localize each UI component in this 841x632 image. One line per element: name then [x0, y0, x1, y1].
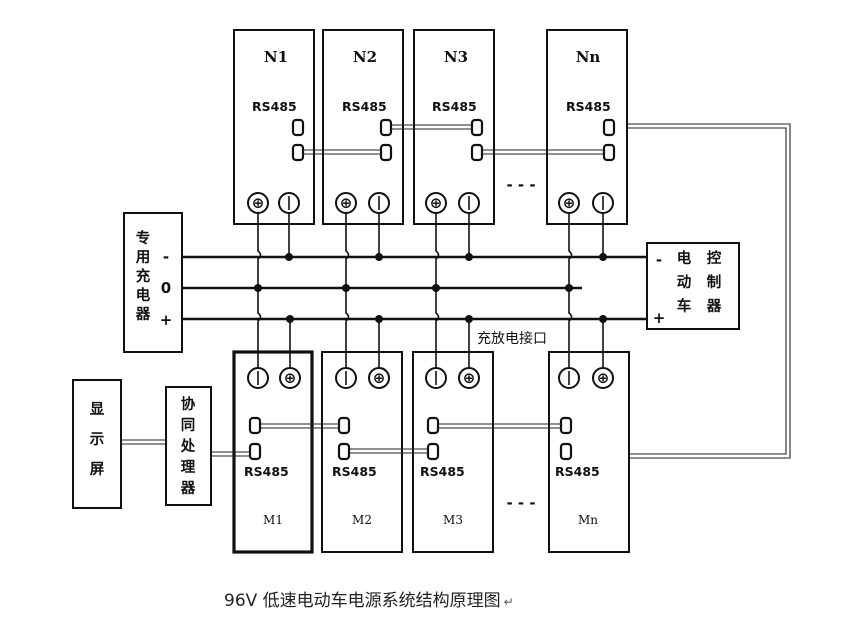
top-module-n2: N2 RS485 ⊕ [322, 29, 404, 225]
display-box: 显 示 屏 [72, 379, 122, 509]
module-name: M3 [443, 513, 463, 527]
controller-box: - + 电 动 车 控 制 器 [646, 242, 740, 330]
svg-text:器: 器 [706, 298, 722, 315]
ellipsis-bottom: - - - [506, 494, 535, 512]
rs485-port-upper [470, 118, 484, 137]
display-links [121, 439, 250, 457]
rs485-port-lower [248, 442, 262, 461]
svg-text:理: 理 [181, 459, 196, 476]
charger-box: 专 用 充 电 器 - 0 + [123, 212, 183, 353]
svg-text:动: 动 [677, 273, 692, 291]
svg-text:充: 充 [136, 267, 151, 285]
top-rs485-chain [303, 124, 604, 155]
svg-text:显: 显 [90, 401, 105, 418]
rs485-port-upper [337, 416, 351, 435]
svg-text:制: 制 [707, 273, 722, 291]
diagram-caption: 96V 低速电动车电源系统结构原理图↵ [224, 591, 514, 611]
svg-text:⊕: ⊕ [373, 369, 386, 387]
buses [182, 255, 647, 321]
svg-text:⊕: ⊕ [563, 194, 576, 212]
module-name: N3 [444, 48, 468, 66]
svg-text:⊕: ⊕ [252, 194, 265, 212]
svg-text:⊕: ⊕ [340, 194, 353, 212]
module-name: M1 [263, 513, 283, 527]
rs485-label: RS485 [342, 99, 387, 114]
controller-plus-sign: + [653, 309, 666, 327]
rs485-port-lower [337, 442, 351, 461]
module-name: Mn [578, 513, 598, 527]
top-module-drops [257, 213, 604, 288]
top-module-n1: N1 RS485 ⊕ [233, 29, 315, 225]
rs485-port-upper [291, 118, 305, 137]
rs485-label: RS485 [555, 464, 600, 479]
svg-text:⊕: ⊕ [284, 369, 297, 387]
bottom-module-mn: ⊕ RS485 Mn [548, 351, 630, 553]
svg-text:用: 用 [136, 249, 151, 266]
coprocessor-box: 协 同 处 理 器 [165, 386, 212, 506]
bottom-module-drops [257, 288, 604, 368]
charge-discharge-port-label: 充放电接口 [477, 330, 547, 347]
svg-text:协: 协 [181, 395, 196, 413]
controller-minus-sign: - [656, 251, 662, 269]
rs485-label: RS485 [566, 99, 611, 114]
rs485-port-lower [379, 143, 393, 162]
svg-text:电: 电 [136, 286, 151, 304]
rs485-return-loop [562, 123, 791, 459]
rs485-label: RS485 [332, 464, 377, 479]
module-name: N2 [353, 48, 377, 66]
svg-text:控: 控 [707, 249, 722, 267]
rs485-label: RS485 [432, 99, 477, 114]
rs485-port-lower [470, 143, 484, 162]
rs485-label: RS485 [252, 99, 297, 114]
rs485-port-lower [291, 143, 305, 162]
svg-text:示: 示 [90, 431, 105, 448]
svg-text:专: 专 [136, 229, 151, 247]
rs485-label: RS485 [420, 464, 465, 479]
junction-dots [254, 253, 607, 323]
return-mark: ↵ [504, 595, 514, 609]
svg-text:⊕: ⊕ [463, 369, 476, 387]
rs485-port-upper [379, 118, 393, 137]
rs485-port-lower [559, 442, 573, 461]
rs485-port-lower [426, 442, 440, 461]
rs485-port-upper [426, 416, 440, 435]
svg-text:器: 器 [180, 480, 196, 497]
svg-text:电: 电 [677, 249, 692, 267]
svg-text:同: 同 [181, 417, 196, 434]
top-module-n3: N3 RS485 ⊕ [413, 29, 495, 225]
svg-text:器: 器 [135, 306, 151, 323]
svg-text:车: 车 [677, 297, 692, 315]
charger-minus-sign: - [163, 248, 169, 266]
charger-plus-sign: + [160, 311, 173, 329]
rs485-port-upper [602, 118, 616, 137]
module-name: N1 [264, 48, 288, 66]
bottom-module-m2: ⊕ RS485 M2 [321, 351, 403, 553]
rs485-port-upper [559, 416, 573, 435]
ellipsis-top: - - - [506, 176, 535, 194]
module-name: Nn [576, 48, 601, 66]
module-name: M2 [352, 513, 372, 527]
rs485-port-lower [602, 143, 616, 162]
bottom-module-m3: ⊕ RS485 M3 [412, 351, 494, 553]
svg-text:屏: 屏 [90, 461, 105, 478]
svg-text:⊕: ⊕ [597, 369, 610, 387]
rs485-port-upper [248, 416, 262, 435]
top-module-nn: Nn RS485 ⊕ [546, 29, 628, 225]
rs485-label: RS485 [244, 464, 289, 479]
charger-zero-sign: 0 [161, 279, 171, 297]
bottom-rs485-chain [260, 423, 561, 454]
svg-text:⊕: ⊕ [430, 194, 443, 212]
svg-text:处: 处 [180, 437, 196, 455]
